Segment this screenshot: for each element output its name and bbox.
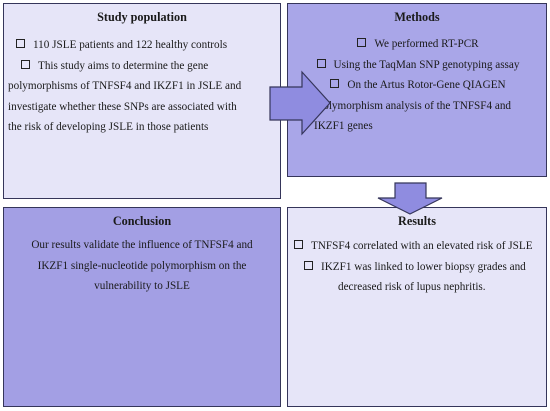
checkbox-bullet-icon bbox=[21, 59, 30, 69]
checkbox-bullet-icon bbox=[357, 38, 367, 47]
study-item-continuation: the risk of developing JSLE in those pat… bbox=[8, 121, 209, 133]
conclusion-line: IKZF1 single-nucleotide polymorphism on … bbox=[37, 259, 247, 272]
conclusion-line: Our results validate the influence of TN… bbox=[31, 239, 253, 251]
checkbox-bullet-icon bbox=[316, 58, 326, 68]
study-population-title: Study population bbox=[97, 10, 187, 24]
study-item: This study aims to determine the gene bbox=[16, 56, 276, 77]
methods-item: On the Artus Rotor-Gene QIAGEN bbox=[294, 75, 542, 96]
methods-item-continuation: IKZF1 genes bbox=[314, 120, 373, 132]
study-item: 110 JSLE patients and 122 healthy contro… bbox=[16, 35, 276, 56]
results-item-continuation: decreased risk of lupus nephritis. bbox=[338, 281, 486, 293]
study-item-continuation: polymorphisms of TNFSF4 and IKZF1 in JSL… bbox=[8, 80, 242, 92]
methods-item: We performed RT-PCR bbox=[294, 34, 542, 55]
results-item: TNFSF4 correlated with an elevated risk … bbox=[294, 236, 542, 257]
study-population-panel: Study population 110 JSLE patients and 1… bbox=[3, 3, 281, 199]
conclusion-title: Conclusion bbox=[112, 214, 172, 228]
checkbox-bullet-icon bbox=[294, 240, 303, 249]
checkbox-bullet-icon bbox=[330, 79, 340, 88]
conclusion-panel: Conclusion Our results validate the infl… bbox=[3, 207, 281, 407]
results-item: IKZF1 was linked to lower biopsy grades … bbox=[294, 257, 542, 278]
methods-item: Polymorphism analysis of the TNFSF4 and bbox=[294, 96, 542, 117]
results-title: Results bbox=[398, 214, 436, 228]
conclusion-line: vulnerability to JSLE bbox=[94, 280, 190, 292]
methods-title: Methods bbox=[394, 10, 440, 24]
results-panel: Results TNFSF4 correlated with an elevat… bbox=[287, 207, 547, 407]
methods-panel: Methods We performed RT-PCR Using the Ta… bbox=[287, 3, 547, 177]
checkbox-bullet-icon bbox=[300, 99, 309, 109]
methods-item: Using the TaqMan SNP genotyping assay bbox=[294, 55, 542, 76]
study-item-continuation: investigate whether these SNPs are assoc… bbox=[8, 100, 237, 113]
checkbox-bullet-icon bbox=[16, 39, 25, 48]
checkbox-bullet-icon bbox=[304, 260, 313, 270]
